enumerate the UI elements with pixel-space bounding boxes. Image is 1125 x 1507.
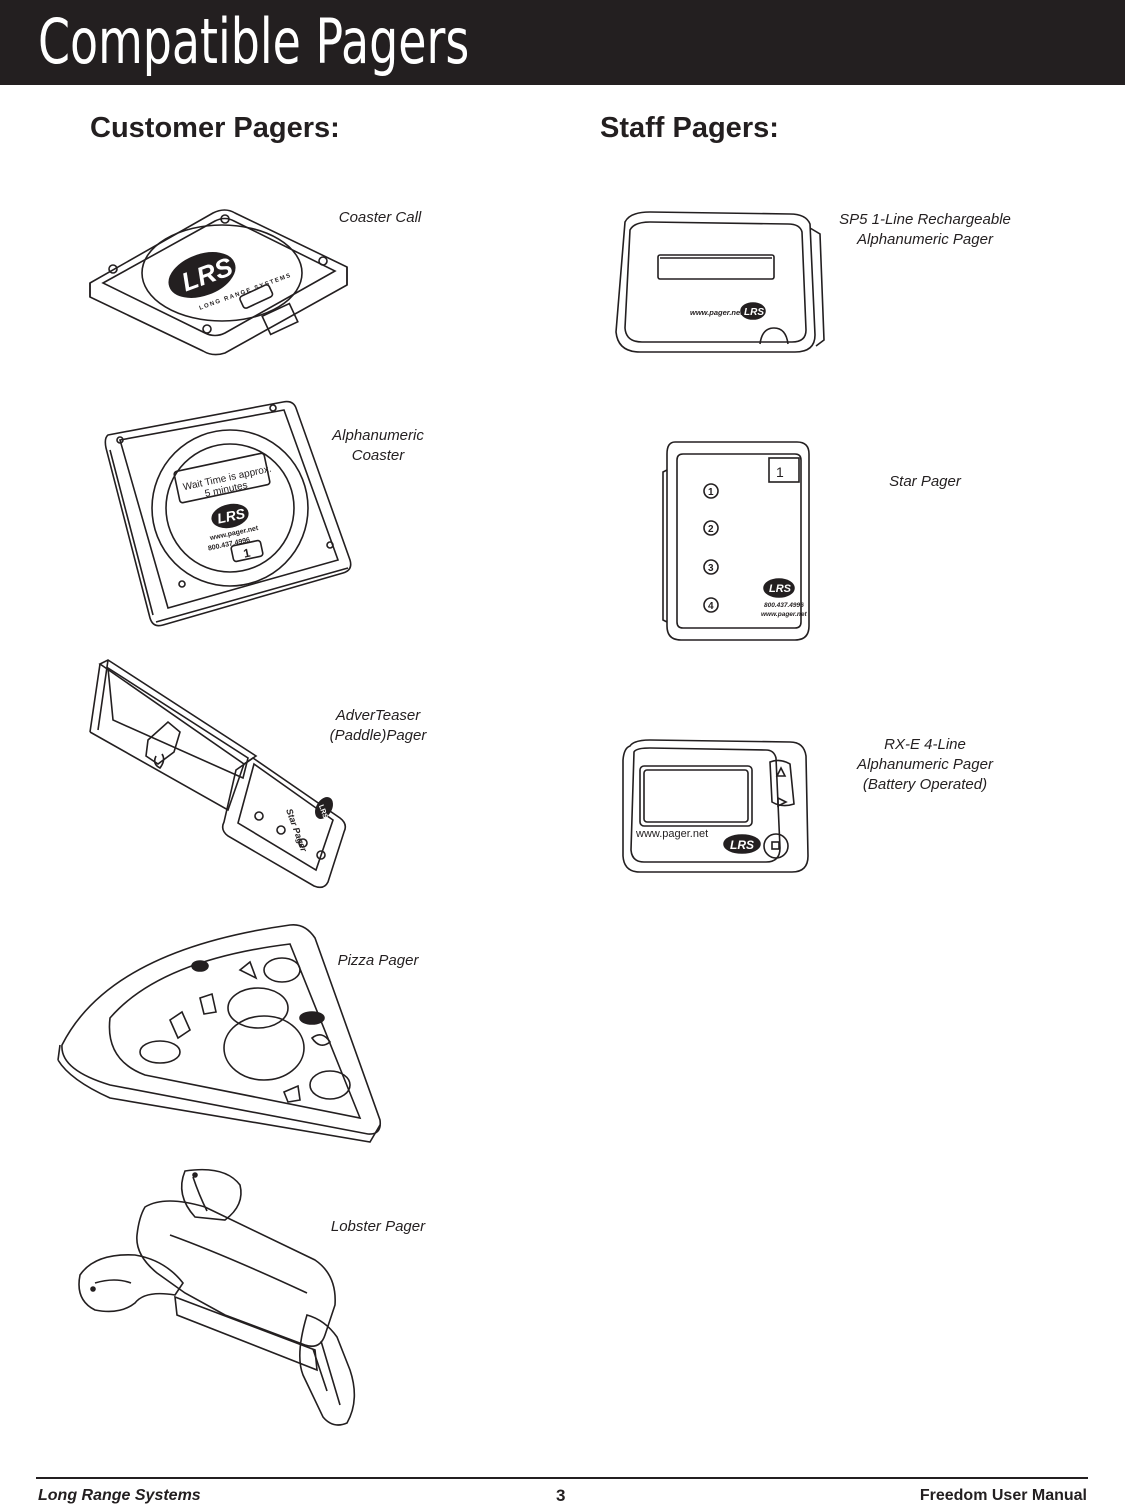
footer-manual-title: Freedom User Manual bbox=[919, 1487, 1087, 1504]
header-banner: Compatible Pagers bbox=[0, 0, 1125, 85]
adverteaser-logo: LRS bbox=[317, 804, 328, 820]
rxe-pager-illustration: www.pager.net LRS bbox=[620, 738, 810, 878]
rxe-logo: LRS bbox=[730, 838, 754, 852]
star-pager-phone: 800.437.4996 bbox=[764, 602, 804, 609]
star-pager-number: 1 bbox=[776, 464, 784, 480]
adverteaser-caption: AdverTeaser (Paddle)Pager bbox=[329, 707, 427, 744]
star-pager-illustration: 1 1 2 3 4 LRS 800.437.4996 www.pager.net bbox=[662, 440, 813, 645]
star-pager-button-4[interactable]: 4 bbox=[708, 601, 714, 612]
star-pager-button-1[interactable]: 1 bbox=[708, 487, 714, 498]
footer-rule bbox=[36, 1477, 1088, 1479]
pizza-pager-caption: Pizza Pager bbox=[337, 952, 419, 969]
staff-pagers-heading: Staff Pagers: bbox=[600, 112, 779, 144]
sp5-caption: SP5 1-Line Rechargeable Alphanumeric Pag… bbox=[839, 211, 1011, 248]
star-pager-logo: LRS bbox=[769, 583, 792, 595]
star-pager-url: www.pager.net bbox=[761, 611, 807, 618]
adverteaser-illustration: Star Pager LRS bbox=[78, 659, 348, 895]
lobster-pager-illustration bbox=[75, 1165, 385, 1430]
lobster-pager-caption: Lobster Pager bbox=[330, 1218, 426, 1235]
coaster-call-caption: Coaster Call bbox=[338, 209, 422, 226]
pizza-pager-illustration bbox=[50, 920, 390, 1145]
rxe-url: www.pager.net bbox=[635, 828, 708, 840]
star-pager-button-3[interactable]: 3 bbox=[708, 563, 714, 574]
sp5-url: www.pager.net bbox=[690, 308, 743, 317]
footer-company: Long Range Systems bbox=[38, 1487, 201, 1504]
star-pager-caption: Star Pager bbox=[889, 473, 961, 490]
star-pager-button-2[interactable]: 2 bbox=[708, 524, 714, 535]
alphanumeric-coaster-number: 1 bbox=[242, 545, 252, 560]
sp5-logo: LRS bbox=[744, 307, 764, 318]
alphanumeric-coaster-illustration: Wait Time is approx. 5 minutes LRS www.p… bbox=[98, 400, 358, 630]
sp5-pager-illustration: www.pager.net LRS bbox=[610, 210, 825, 355]
page-title: Compatible Pagers bbox=[38, 5, 470, 78]
alphanumeric-coaster-logo: LRS bbox=[216, 505, 247, 527]
alphanumeric-coaster-caption: Alphanumeric Coaster bbox=[332, 427, 424, 464]
rxe-caption: RX-E 4-Line Alphanumeric Pager (Battery … bbox=[857, 736, 993, 793]
page-number: 3 bbox=[556, 1486, 566, 1505]
customer-pagers-heading: Customer Pagers: bbox=[90, 112, 340, 144]
coaster-call-illustration: LRS LONG RANGE SYSTEMS bbox=[85, 205, 350, 356]
